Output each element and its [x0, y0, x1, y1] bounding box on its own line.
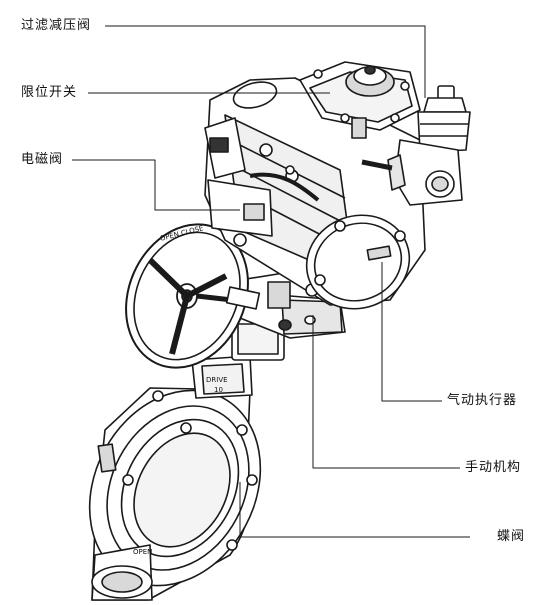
leader-pneumatic-actuator [381, 262, 442, 402]
leader-filter-reducer [105, 25, 426, 98]
label-filter-reducer: 过滤减压阀 [21, 18, 92, 33]
pneumatic-actuator [204, 77, 426, 310]
filter-regulator [361, 85, 471, 206]
solenoid-valve [204, 117, 320, 237]
leader-butterfly-valve [239, 482, 470, 538]
handwheel [125, 223, 261, 369]
label-limit-switch: 限位开关 [21, 85, 78, 100]
leader-manual-mechanism [312, 315, 460, 469]
label-pneumatic-actuator: 气动执行器 [447, 393, 518, 408]
label-butterfly-valve: 蝶阀 [497, 529, 526, 544]
limit-switch-box [299, 61, 421, 139]
neck-marking: DRIVE [206, 376, 228, 384]
flange-marking: OPEN [133, 548, 152, 556]
label-solenoid-valve: 电磁阀 [21, 152, 64, 167]
butterfly-valve-body [88, 387, 262, 601]
leader-solenoid-valve [72, 159, 240, 211]
neck-number: 10 [214, 386, 223, 394]
label-manual-mechanism: 手动机构 [465, 460, 522, 475]
leader-lines [72, 25, 470, 538]
